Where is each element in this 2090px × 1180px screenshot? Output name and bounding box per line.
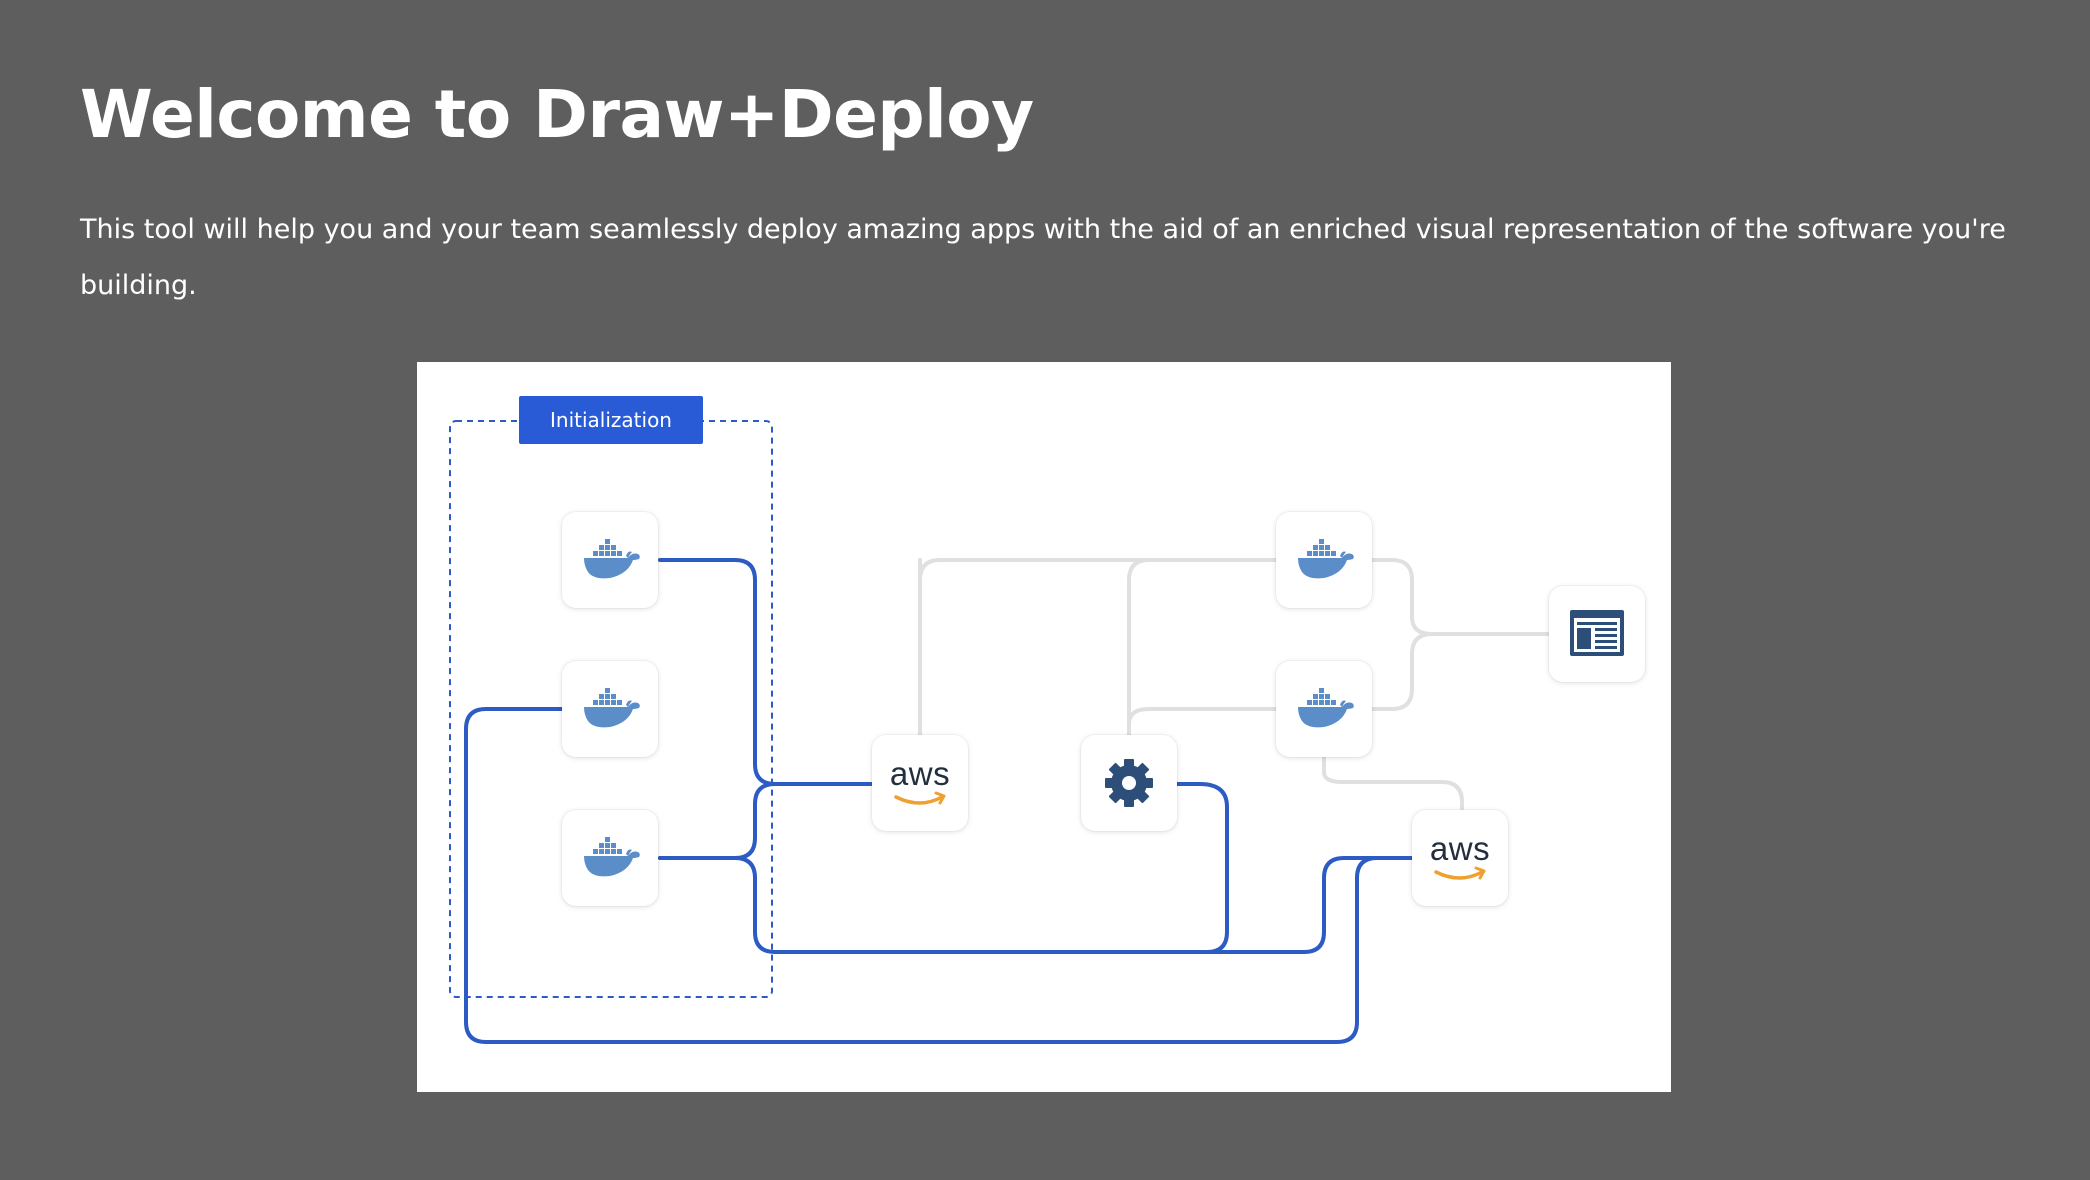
aws-node-1[interactable]: aws xyxy=(872,735,968,831)
docker-icon xyxy=(1298,688,1354,728)
initialization-group-label[interactable]: Initialization xyxy=(519,396,703,444)
aws-logo-text: aws xyxy=(1429,830,1491,867)
docker-icon xyxy=(584,837,640,877)
edge-gear-docker5 xyxy=(1127,707,1278,736)
docker-node-3[interactable] xyxy=(562,810,658,906)
architecture-diagram[interactable]: Initialization xyxy=(417,362,1671,1092)
edge-docker3-aws2 xyxy=(658,856,1414,954)
aws-node-2[interactable]: aws xyxy=(1412,810,1508,906)
browser-window-icon xyxy=(1570,610,1624,656)
edge-docker5-aws2 xyxy=(1322,755,1464,810)
intro-paragraph: This tool will help you and your team se… xyxy=(80,214,2006,301)
docker-icon xyxy=(1298,539,1354,579)
edge-docker2-aws2 xyxy=(464,707,1414,1044)
docker-node-2[interactable] xyxy=(562,661,658,757)
settings-node[interactable] xyxy=(1081,735,1177,831)
aws-smile-icon xyxy=(894,791,946,805)
docker-node-4[interactable] xyxy=(1276,512,1372,608)
docker-icon xyxy=(584,688,640,728)
edge-gear-aws2 xyxy=(1115,782,1229,954)
aws-logo-text: aws xyxy=(889,755,951,792)
docker-node-5[interactable] xyxy=(1276,661,1372,757)
edge-docker3-aws1 xyxy=(658,782,874,860)
docker-node-1[interactable] xyxy=(562,512,658,608)
edge-docker5-browser xyxy=(1370,632,1551,711)
edge-aws1-docker4 xyxy=(918,558,1278,736)
docker-icon xyxy=(584,539,640,579)
gear-icon xyxy=(1105,759,1153,807)
page-title: Welcome to Draw+Deploy xyxy=(80,76,1034,153)
web-app-node[interactable] xyxy=(1549,586,1645,682)
edge-docker1-aws1 xyxy=(658,558,874,786)
edge-docker4-browser xyxy=(1370,558,1551,636)
aws-smile-icon xyxy=(1434,866,1486,880)
diagram-edges xyxy=(449,420,1551,1044)
edge-gear-docker4 xyxy=(1127,558,1278,736)
